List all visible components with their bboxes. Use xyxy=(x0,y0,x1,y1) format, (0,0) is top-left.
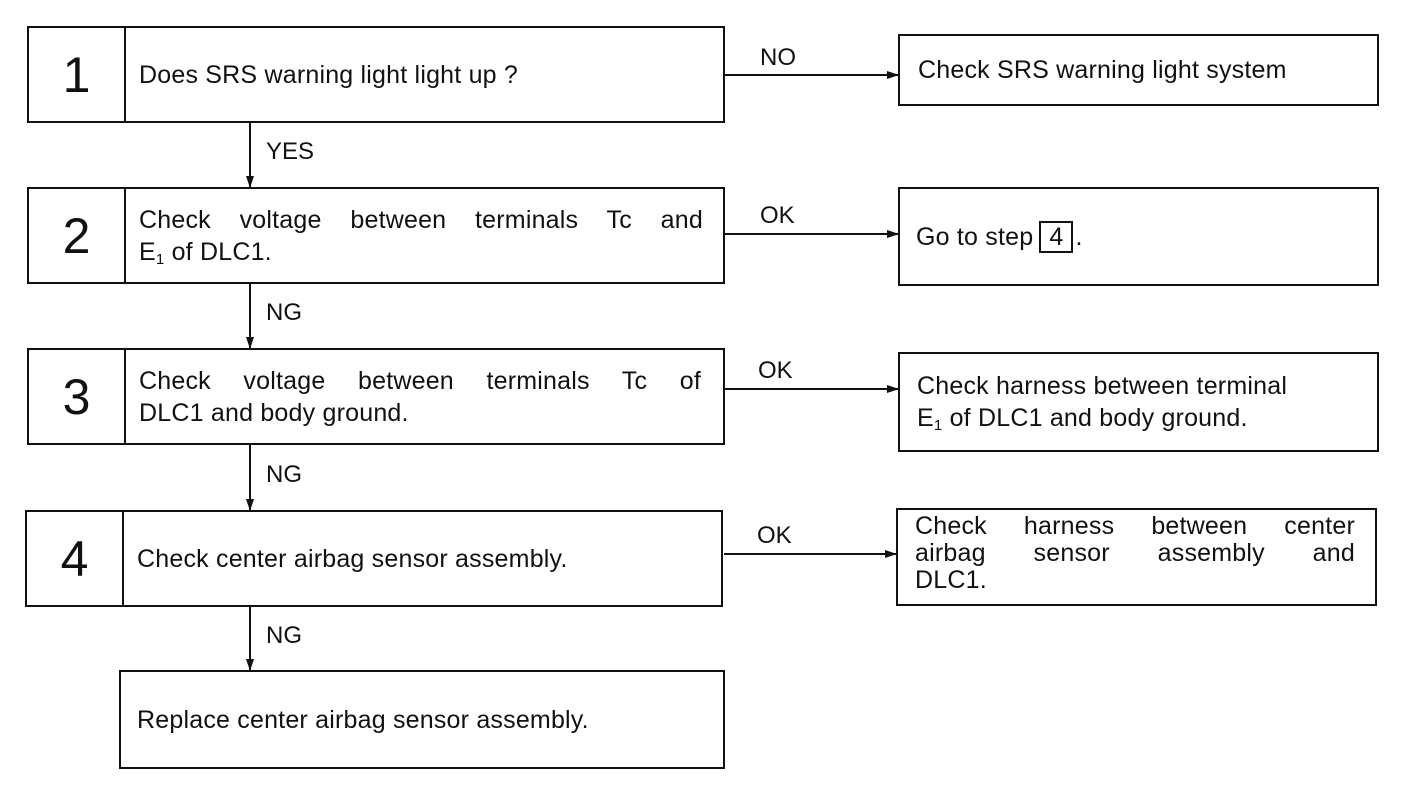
label-step3-ok: OK xyxy=(758,357,793,384)
step-1-text: Does SRS warning light light up ? xyxy=(139,60,519,89)
side-box-1-text: Check SRS warning light system xyxy=(918,56,1287,84)
step-4-number: 4 xyxy=(27,512,124,605)
step-3-text-line2: DLC1 and body ground. xyxy=(139,398,409,427)
final-step-text: Replace center airbag sensor assembly. xyxy=(137,705,589,734)
side-box-2-suffix: . xyxy=(1075,222,1083,251)
step-1-text-area: Does SRS warning light light up ? xyxy=(139,28,723,121)
label-step1-no: NO xyxy=(760,44,796,71)
step-2-number: 2 xyxy=(29,189,126,282)
step-3-text-area: Check voltage between terminals Tc of DL… xyxy=(139,350,723,443)
side-box-4-text-line2: airbag sensor assembly and xyxy=(915,539,1355,567)
step-1-box: 1 Does SRS warning light light up ? xyxy=(27,26,725,123)
side-box-3-text-line2: E1 of DLC1 and body ground. xyxy=(917,402,1363,434)
side-box-1: Check SRS warning light system xyxy=(898,34,1379,106)
label-step2-ng: NG xyxy=(266,299,302,326)
side-box-3-text-area: Check harness between terminal E1 of DLC… xyxy=(917,354,1377,450)
label-step3-ng: NG xyxy=(266,461,302,488)
step-1-number: 1 xyxy=(29,28,126,121)
side-box-1-text-area: Check SRS warning light system xyxy=(918,36,1377,104)
side-box-3-terminal-subscript: 1 xyxy=(933,417,943,434)
label-step1-yes: YES xyxy=(266,138,315,165)
step-4-reference-link[interactable]: 4 xyxy=(1039,220,1074,253)
side-box-3: Check harness between terminal E1 of DLC… xyxy=(898,352,1379,452)
side-box-4: Check harness between center airbag sens… xyxy=(896,508,1377,606)
side-box-3-text-line2-rest: of DLC1 and body ground. xyxy=(942,404,1248,432)
label-step4-ok: OK xyxy=(757,522,792,549)
step-2-text-area: Check voltage between terminals Tc and E… xyxy=(139,189,723,282)
step-2-text-line2: E1 of DLC1. xyxy=(139,236,703,268)
side-box-4-text-line3: DLC1. xyxy=(915,566,987,594)
step-2-box: 2 Check voltage between terminals Tc and… xyxy=(27,187,725,284)
step-4-text-area: Check center airbag sensor assembly. xyxy=(137,512,721,605)
step-4-box: 4 Check center airbag sensor assembly. xyxy=(25,510,723,607)
final-step-text-area: Replace center airbag sensor assembly. xyxy=(137,672,723,767)
step-2-terminal-letter: E xyxy=(139,237,156,266)
step-3-text-line1: Check voltage between terminals Tc of xyxy=(139,366,701,395)
step-3-number: 3 xyxy=(29,350,126,443)
step-3-box: 3 Check voltage between terminals Tc of … xyxy=(27,348,725,445)
side-box-3-text-line1: Check harness between terminal xyxy=(917,372,1288,400)
side-box-4-text-area: Check harness between center airbag sens… xyxy=(915,510,1375,604)
step-2-text-line2-rest: of DLC1. xyxy=(164,237,272,266)
step-2-text-line1: Check voltage between terminals Tc and xyxy=(139,205,703,234)
side-box-3-terminal-letter: E xyxy=(917,404,934,432)
side-box-4-text-line1: Check harness between center xyxy=(915,512,1355,540)
step-2-terminal-subscript: 1 xyxy=(155,250,165,268)
label-step4-ng: NG xyxy=(266,622,302,649)
step-4-text: Check center airbag sensor assembly. xyxy=(137,544,568,573)
label-step2-ok: OK xyxy=(760,202,795,229)
final-step-box: Replace center airbag sensor assembly. xyxy=(119,670,725,769)
side-box-2-prefix: Go to step xyxy=(916,222,1034,251)
